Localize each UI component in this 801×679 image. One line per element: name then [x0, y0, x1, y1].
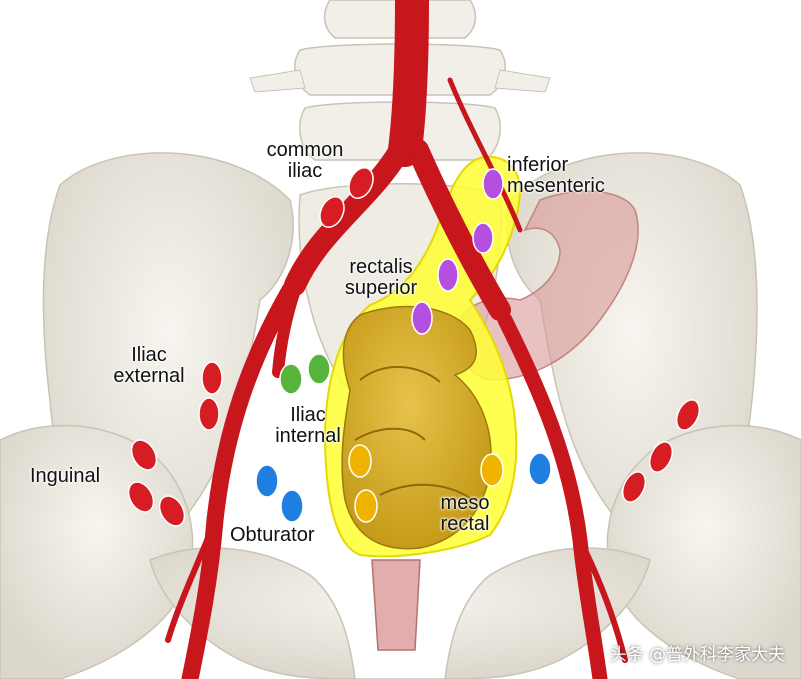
label-common-iliac-line2: iliac	[287, 160, 323, 182]
rectalis-superior-node	[437, 258, 459, 292]
rectum	[341, 305, 492, 550]
label-rectalis-superior-line2: superior	[344, 277, 418, 299]
right-iliac-node	[675, 399, 701, 431]
label-common-iliac-line1: common	[266, 139, 344, 161]
iliac-external-node	[201, 361, 223, 395]
rectal-fold	[379, 483, 471, 499]
common-iliac-node	[319, 196, 345, 228]
label-rectalis-superior-line1: rectalis	[349, 256, 413, 278]
inguinal-node	[130, 439, 158, 471]
lymph-nodes	[127, 167, 701, 527]
label-obturator-text: Obturator	[230, 524, 315, 546]
label-inferior-mesenteric: inferior mesenteric	[507, 155, 605, 197]
label-iliac-internal-line1: Iliac	[290, 404, 326, 426]
label-iliac-external: Iliac external	[94, 345, 204, 387]
transverse-process	[249, 69, 306, 93]
inferior-mesenteric-node	[482, 168, 504, 200]
rectal-fold	[354, 427, 426, 441]
label-iliac-external-line1: Iliac	[131, 344, 167, 366]
label-iliac-internal: Iliac internal	[253, 405, 363, 447]
right-common-iliac-artery	[407, 139, 511, 321]
label-inferior-mesenteric-line2: mesenteric	[507, 175, 605, 197]
mesorectal-node	[354, 489, 378, 523]
artery-branch	[577, 537, 628, 663]
label-inferior-mesenteric-line1: inferior	[507, 154, 569, 176]
left-common-iliac-artery	[284, 139, 411, 296]
inguinal-node	[127, 481, 155, 513]
mesorectal-node	[480, 453, 504, 487]
iliac-external-node	[198, 397, 220, 431]
label-inguinal-text: Inguinal	[30, 465, 101, 487]
label-meso-rectal-line1: meso	[440, 492, 490, 514]
anal-canal	[371, 559, 421, 651]
right-external-iliac-artery	[497, 312, 608, 679]
pubic-ring	[149, 547, 651, 679]
label-inguinal: Inguinal	[30, 466, 100, 487]
inguinal-node	[158, 495, 186, 527]
right-femur	[606, 424, 801, 679]
aorta	[388, 0, 429, 167]
right-iliac-node	[648, 441, 674, 473]
left-external-iliac-artery	[181, 281, 299, 679]
label-iliac-external-line2: external	[113, 365, 185, 387]
label-iliac-internal-line2: internal	[275, 425, 341, 447]
watermark: 头条 @普外科李家大夫	[609, 645, 785, 665]
obturator-node	[255, 464, 279, 498]
right-inguinal-node	[621, 471, 647, 503]
transverse-process	[494, 69, 551, 93]
inferior-mesenteric-node	[472, 222, 494, 254]
iliac-internal-node	[307, 353, 331, 385]
artery-branch	[165, 517, 218, 643]
label-common-iliac: common iliac	[250, 140, 360, 182]
arteries	[165, 0, 628, 679]
label-obturator: Obturator	[230, 525, 314, 546]
label-meso-rectal-line2: rectal	[440, 513, 490, 535]
iliac-internal-node	[279, 363, 303, 395]
rectalis-superior-node	[411, 301, 433, 335]
obturator-node	[280, 489, 304, 523]
rectal-fold	[359, 366, 441, 383]
obturator-node	[528, 452, 552, 486]
label-meso-rectal: meso rectal	[425, 493, 505, 535]
label-rectalis-superior: rectalis superior	[326, 257, 436, 299]
common-iliac-node	[348, 167, 374, 199]
inferior-mesenteric-artery	[447, 77, 523, 233]
mesorectal-node	[348, 444, 372, 478]
left-internal-iliac-artery	[272, 284, 301, 378]
